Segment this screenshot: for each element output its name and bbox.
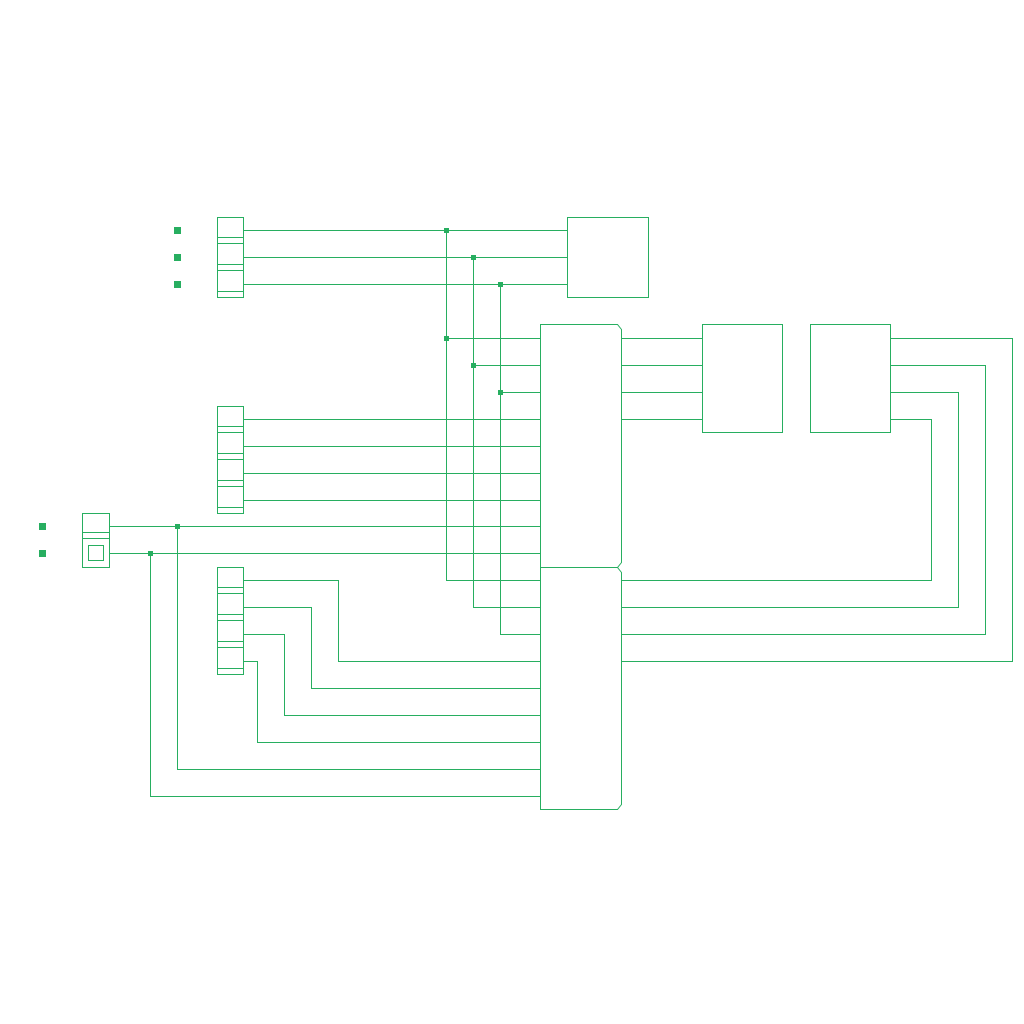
- wire-c3: [243, 634, 541, 716]
- input-pin-c1[interactable]: [39, 523, 46, 530]
- wire-tap-a3: [500, 284, 541, 635]
- wire-c4: [243, 661, 541, 743]
- multiplexer-upper[interactable]: [540, 324, 622, 568]
- input-connector-b[interactable]: [217, 406, 244, 514]
- junction-dot: [471, 255, 476, 260]
- wires: [109, 230, 1013, 797]
- input-pin-a3[interactable]: [174, 281, 181, 288]
- input-pins: [39, 227, 181, 557]
- junction-dot: [175, 524, 180, 529]
- multiplexer-lower[interactable]: [540, 567, 622, 810]
- junction-dot: [444, 336, 449, 341]
- control-input-connector[interactable]: [82, 513, 110, 568]
- wire-c1: [243, 580, 541, 662]
- junction-dot: [444, 228, 449, 233]
- input-connector-a[interactable]: [217, 217, 244, 298]
- input-pin-a2[interactable]: [174, 254, 181, 261]
- input-pin-c2[interactable]: [39, 550, 46, 557]
- wire-fb-1: [621, 338, 1013, 662]
- input-pin-a1[interactable]: [174, 227, 181, 234]
- wire-tap-a1: [446, 230, 541, 581]
- junction-dot: [471, 363, 476, 368]
- wire-tap-a2: [473, 257, 541, 608]
- wire-fb-2: [621, 365, 986, 635]
- wire-fb-4: [621, 419, 932, 581]
- output-block-1[interactable]: [702, 324, 783, 433]
- output-block-2[interactable]: [810, 324, 891, 433]
- junctions: [148, 228, 503, 556]
- wire-ctrl-2-down: [150, 553, 541, 797]
- input-connector-c[interactable]: [217, 567, 244, 675]
- wire-ctrl-1-down: [177, 526, 541, 770]
- logic-block-top[interactable]: [567, 217, 649, 298]
- wire-fb-3: [621, 392, 959, 608]
- wire-c2: [243, 607, 541, 689]
- junction-dot: [498, 282, 503, 287]
- junction-dot: [498, 390, 503, 395]
- junction-dot: [148, 551, 153, 556]
